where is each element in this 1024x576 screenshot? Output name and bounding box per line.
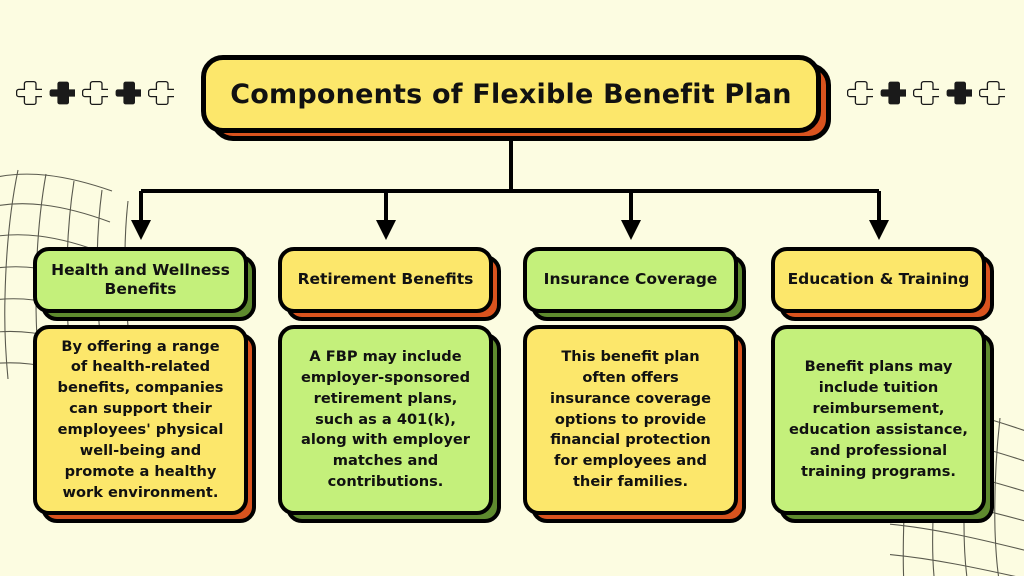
column-1-body-text: By offering a range of health-related be… (57, 337, 224, 501)
plus-outline-icon (16, 80, 42, 106)
column-2-body-text: A FBP may include employer-sponsored ret… (300, 347, 471, 491)
plus-filled-icon (49, 81, 75, 105)
column-4-body-text: Benefit plans may include tuition reimbu… (789, 358, 968, 480)
plus-outline-icon (82, 80, 108, 106)
title-card: Components of Flexible Benefit Plan (201, 55, 821, 133)
column-4-header-label: Education & Training (787, 270, 970, 289)
page-title: Components of Flexible Benefit Plan (230, 78, 792, 110)
column-2-body: A FBP may include employer-sponsored ret… (278, 325, 493, 515)
plus-outline-icon (979, 80, 1005, 106)
column-4-header: Education & Training (771, 247, 986, 313)
column-3-header: Insurance Coverage (523, 247, 738, 313)
plus-filled-icon (946, 81, 972, 105)
plus-outline-icon (913, 80, 939, 106)
column-4-body: Benefit plans may include tuition reimbu… (771, 325, 986, 515)
column-1-header-label: Health and Wellness Benefits (51, 260, 230, 298)
column-2-header-label: Retirement Benefits (297, 270, 474, 289)
column-3-header-label: Insurance Coverage (543, 270, 718, 289)
column-3-body: This benefit plan often offers insurance… (523, 325, 738, 515)
plus-decoration-left (16, 80, 174, 106)
column-1-header: Health and Wellness Benefits (33, 247, 248, 313)
column-3-body-text: This benefit plan often offers insurance… (549, 347, 711, 491)
plus-filled-icon (115, 81, 141, 105)
plus-outline-icon (847, 80, 873, 106)
plus-decoration-right (847, 80, 1005, 106)
column-2-header: Retirement Benefits (278, 247, 493, 313)
plus-filled-icon (880, 81, 906, 105)
plus-outline-icon (148, 80, 174, 106)
column-1-body: By offering a range of health-related be… (33, 325, 248, 515)
